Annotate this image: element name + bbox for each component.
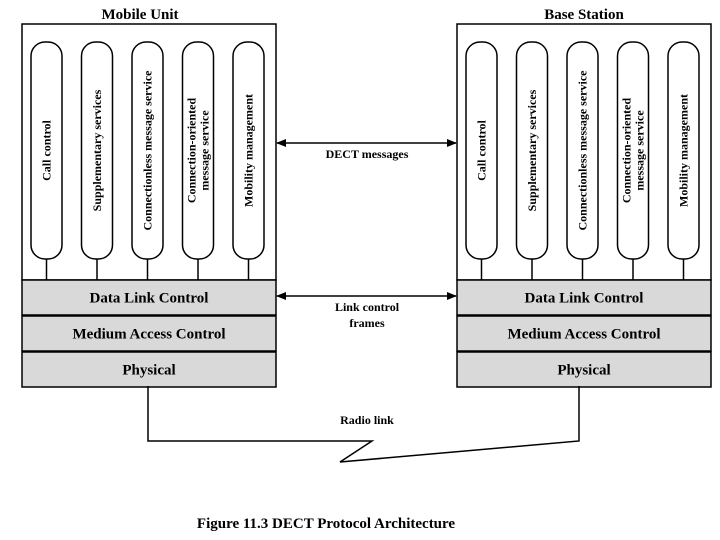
base-station-title: Base Station bbox=[544, 7, 624, 23]
base-station-stack: Call control Supplementary services Connec… bbox=[456, 23, 712, 388]
base-layer-label: Data Link Control bbox=[525, 291, 644, 307]
mobile-layer-label: Medium Access Control bbox=[72, 327, 225, 343]
mobile-unit-title: Mobile Unit bbox=[101, 7, 178, 23]
mobile-layer-data-link-control bbox=[21, 279, 277, 316]
base-layer-label: Medium Access Control bbox=[507, 327, 660, 343]
link-control-label-line1: Link control bbox=[335, 300, 400, 314]
mobile-service-label: Mobility management bbox=[242, 94, 256, 207]
mobile-unit-stack: Call control Supplementary services Connec… bbox=[21, 23, 277, 388]
link-control-label-line2: frames bbox=[349, 316, 385, 330]
mobile-service-label: Connectionless message service bbox=[141, 70, 155, 231]
base-service-label: Mobility management bbox=[677, 94, 691, 207]
radio-link-line bbox=[147, 386, 580, 463]
base-service-label: message service bbox=[633, 110, 647, 191]
base-layer-physical bbox=[456, 351, 712, 388]
mobile-layer-physical bbox=[21, 351, 277, 388]
figure-caption: Figure 11.3 DECT Protocol Architecture bbox=[197, 516, 456, 532]
base-layer-label: Physical bbox=[557, 363, 610, 379]
mobile-service-label: Call control bbox=[40, 119, 54, 180]
mobile-layer-label: Data Link Control bbox=[90, 291, 209, 307]
mobile-service-label: message service bbox=[198, 110, 212, 191]
mobile-layer-label: Physical bbox=[122, 363, 175, 379]
radio-link-label: Radio link bbox=[340, 413, 394, 427]
dect-messages-label: DECT messages bbox=[326, 147, 409, 161]
mobile-service-label: Supplementary services bbox=[90, 89, 104, 211]
base-service-label: Call control bbox=[475, 119, 489, 180]
mobile-service-label: Connection-oriented bbox=[185, 98, 199, 204]
base-service-label: Connection-oriented bbox=[620, 98, 634, 204]
base-service-label: Connectionless message service bbox=[576, 70, 590, 231]
base-layer-data-link-control bbox=[456, 279, 712, 316]
mobile-layer-medium-access-control bbox=[21, 315, 277, 352]
base-layer-medium-access-control bbox=[456, 315, 712, 352]
base-service-label: Supplementary services bbox=[525, 89, 539, 211]
